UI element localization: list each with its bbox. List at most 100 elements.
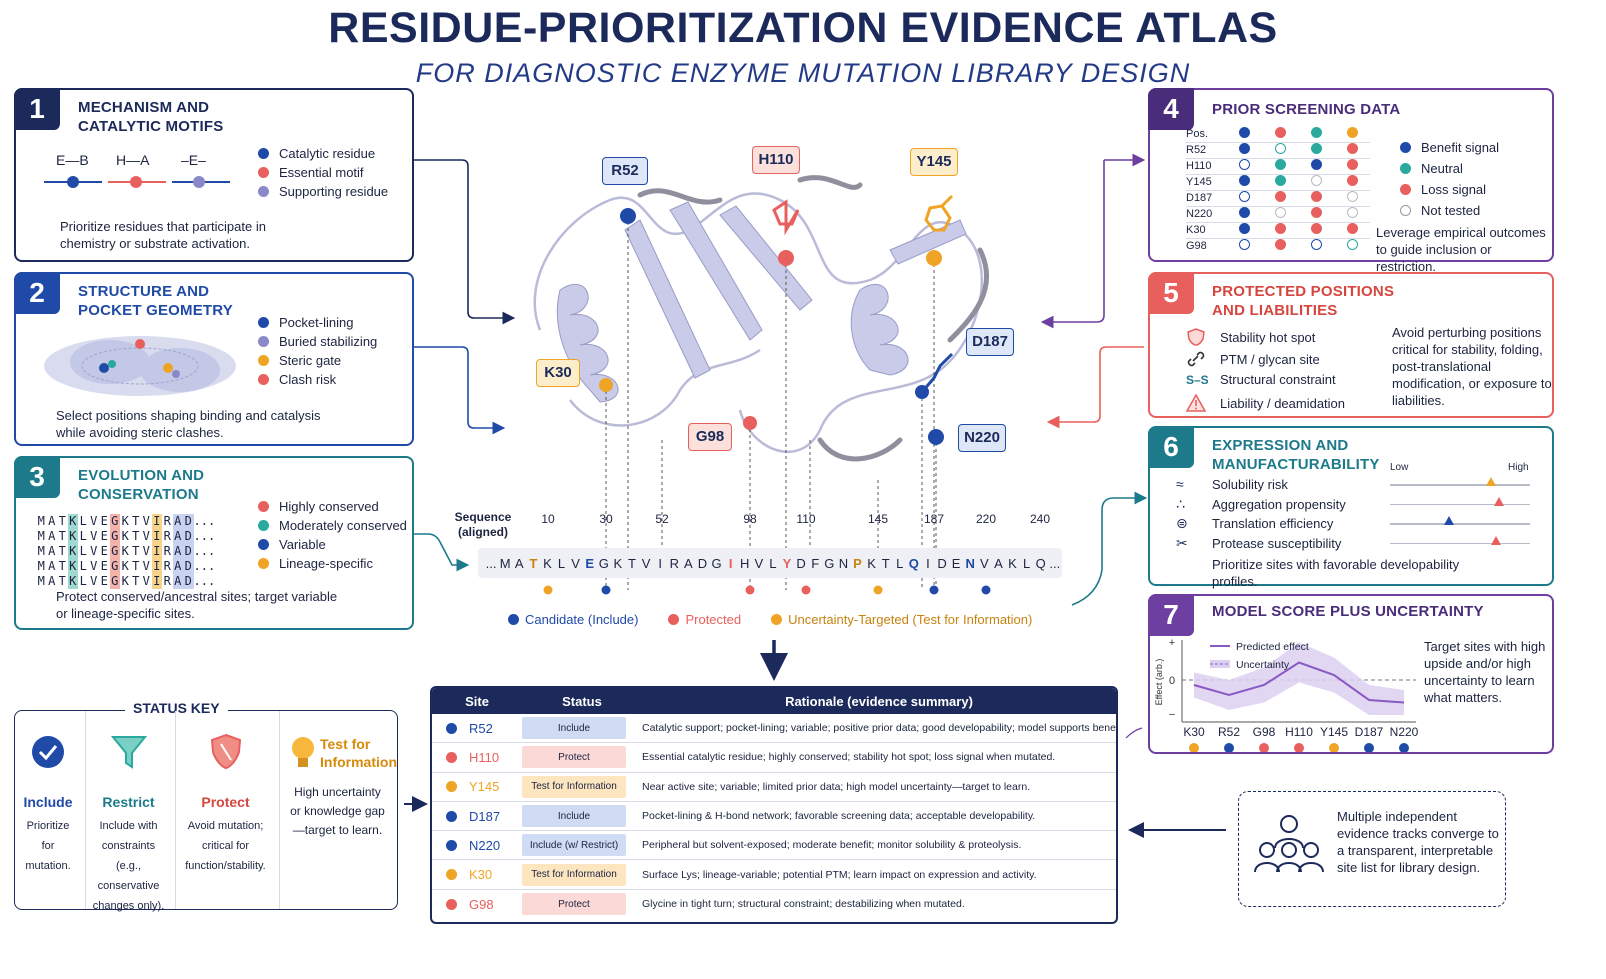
msa-cell: K: [121, 574, 129, 588]
msa-cell: M: [37, 529, 45, 543]
disulfide-icon: S–S: [1186, 372, 1209, 387]
site-cell: R52: [432, 721, 522, 736]
status-restrict: Restrict Include with constraints (e.g.,…: [85, 711, 171, 912]
sequence-letter: L: [769, 555, 777, 571]
panel-expression: 6 EXPRESSION AND MANUFACTURABILITY Low H…: [1148, 426, 1554, 589]
msa-cell: V: [90, 574, 98, 588]
status-key: STATUS KEY Include Prioritize for mutati…: [14, 700, 398, 912]
msa-cell: R: [163, 574, 171, 588]
sequence-letter: R: [669, 555, 679, 571]
screening-pos: N220: [1186, 208, 1213, 220]
sequence-letter: L: [896, 555, 904, 571]
sequence-tick: 187: [923, 512, 945, 526]
msa-cell: V: [142, 544, 150, 558]
panel-title: PROTECTED POSITIONS AND LIABILITIES: [1212, 283, 1395, 319]
developability-marker: [1491, 535, 1502, 545]
msa-cell: E: [100, 574, 108, 588]
legend-benefit: Benefit signal: [1400, 140, 1499, 155]
msa-cell: T: [132, 574, 140, 588]
msa-cell: V: [142, 559, 150, 573]
sequence-letter: V: [754, 555, 764, 571]
screening-cell: [1298, 238, 1334, 254]
panel-caption: Leverage empirical outcomes to guide inc…: [1376, 225, 1546, 274]
sequence-letter: T: [881, 555, 890, 571]
residue-markers: [543, 194, 991, 595]
sequence-tick-dots: [543, 585, 991, 595]
msa-cell: M: [37, 514, 45, 528]
legend-uncertainty-targeted: Uncertainty-Targeted (Test for Informati…: [771, 612, 1032, 627]
screening-row: G98: [1186, 238, 1370, 254]
msa-cell: K: [67, 559, 78, 574]
panel-title: EXPRESSION AND MANUFACTURABILITY: [1212, 437, 1380, 473]
msa-cell: G: [109, 574, 120, 589]
msa-cell: L: [79, 559, 87, 573]
x-tick-label: R52: [1218, 725, 1240, 739]
status-badge: Test for Information: [522, 775, 626, 798]
legend-lineage-specific: Lineage-specific: [258, 556, 373, 571]
msa-cell: T: [132, 514, 140, 528]
panel-title: MODEL SCORE PLUS UNCERTAINTY: [1212, 603, 1484, 620]
motif-eb: E—B: [56, 152, 89, 168]
rationale-cell: Peripheral but solvent-exposed; moderate…: [642, 839, 1022, 852]
msa-cell: R: [163, 529, 171, 543]
screening-row: H110: [1186, 158, 1370, 174]
msa-cell: D: [183, 559, 194, 574]
msa-cell: D: [183, 529, 194, 544]
motif-diagram: [44, 176, 230, 188]
msa-cell: G: [109, 544, 120, 559]
status-badge: Protect: [522, 746, 626, 769]
sequence-letter: P: [853, 555, 862, 571]
screening-pos: H110: [1186, 160, 1212, 172]
status-key-title: STATUS KEY: [125, 700, 228, 716]
item-ptm-glycan: PTM / glycan site: [1186, 350, 1320, 368]
page-title: RESIDUE-PRIORITIZATION EVIDENCE ATLAS: [328, 4, 1278, 52]
sequence-letter: Q: [908, 555, 919, 571]
screening-pos: G98: [1186, 240, 1207, 253]
sequence-tick: 220: [975, 512, 997, 526]
msa-cell: T: [58, 574, 66, 588]
screening-cell: [1298, 174, 1334, 190]
sequence-letter: N: [965, 555, 975, 571]
sequence-letter: K: [613, 555, 623, 571]
sequence-letter: I: [728, 555, 733, 571]
y-tick-label: +: [1169, 637, 1175, 649]
msa-cell: K: [67, 529, 78, 544]
msa-cell: K: [121, 529, 129, 543]
screening-cell: [1226, 190, 1262, 206]
screening-cell: [1262, 222, 1298, 238]
waves-icon: ≈: [1176, 476, 1184, 492]
callout-k30: K30: [536, 359, 580, 387]
status-badge: Include: [522, 717, 626, 740]
x-tick-label: K30: [1183, 725, 1205, 739]
y-tick-label: −: [1169, 709, 1175, 721]
screening-cell: [1226, 142, 1262, 158]
msa-cell: T: [58, 529, 66, 543]
msa-cell: M: [37, 544, 45, 558]
developability-marker: [1485, 477, 1496, 486]
sequence-tick: 110: [796, 512, 816, 526]
screening-row: Y145: [1186, 174, 1370, 190]
panel-protected-positions: 5 PROTECTED POSITIONS AND LIABILITIES St…: [1148, 272, 1554, 418]
screening-row: N220: [1186, 206, 1370, 222]
sequence-letter: D: [796, 555, 806, 571]
msa-cell: V: [142, 514, 150, 528]
legend-catalytic: Catalytic residue: [258, 146, 375, 161]
x-tick-label: G98: [1253, 725, 1276, 739]
screening-cell: [1226, 222, 1262, 238]
developability-marker: [1443, 516, 1454, 525]
category-dot: [1259, 743, 1269, 752]
msa-cell: R: [163, 544, 171, 558]
msa-cell: T: [58, 544, 66, 558]
protein-structure-illustration: [533, 175, 989, 462]
sequence-tick: 145: [867, 512, 889, 526]
screening-pos: R52: [1186, 144, 1207, 156]
developability-scale: [1390, 516, 1530, 525]
x-tick-label: Y145: [1320, 725, 1348, 739]
msa-cell: K: [67, 574, 78, 589]
